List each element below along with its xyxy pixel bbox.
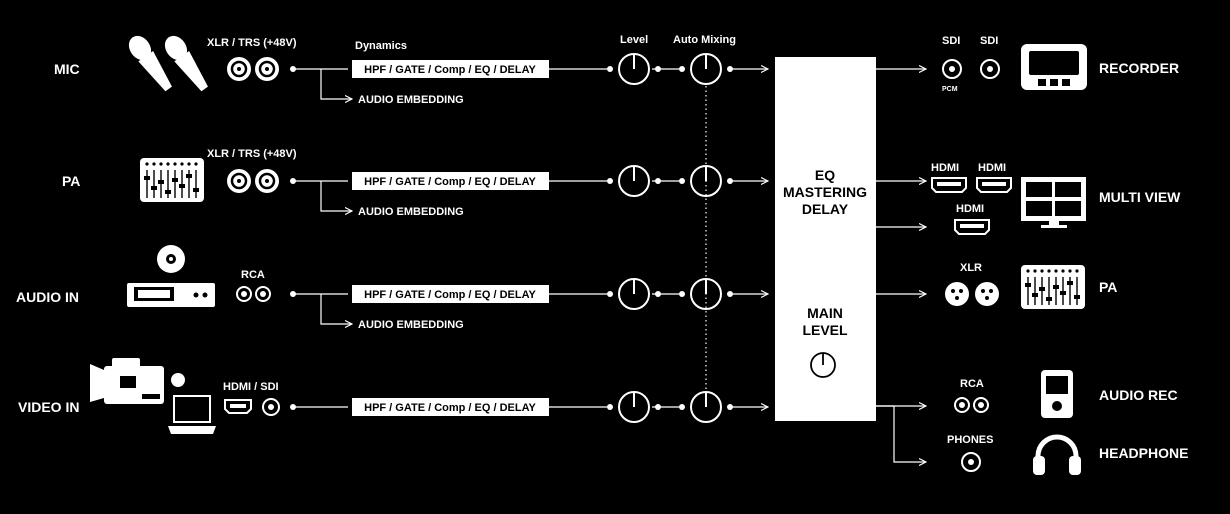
output-connector-hdmi-label: HDMI: [978, 162, 1006, 174]
output-connector-hdmi-label: HDMI: [931, 162, 959, 174]
sdi-bnc-port-icon: [942, 59, 962, 79]
pa-mixer-icon: [140, 158, 204, 202]
output-label-multi-view: MULTI VIEW: [1099, 189, 1181, 205]
output-connector-phones-label: PHONES: [947, 434, 993, 446]
hdmi-port-icon: [976, 177, 1012, 193]
processing-label: HPF / GATE / Comp / EQ / DELAY: [364, 176, 536, 188]
header-dynamics: Dynamics: [355, 40, 407, 52]
rca-jack-icon: [954, 397, 989, 413]
master-delay-label: DELAY: [802, 201, 849, 217]
connector-label-audio-in: RCA: [241, 269, 265, 281]
xlr-output-jack-icon: [945, 282, 969, 306]
master-block: EQ MASTERING DELAY MAIN LEVEL: [775, 57, 876, 421]
processing-label: HPF / GATE / Comp / EQ / DELAY: [364, 289, 536, 301]
level-knob-icon: [618, 278, 650, 310]
processing-block: HPF / GATE / Comp / EQ / DELAY: [352, 60, 549, 78]
master-eq-label: EQ: [815, 167, 835, 183]
input-label-audio-in: AUDIO IN: [16, 289, 79, 305]
pa-mixer-icon: [1021, 265, 1085, 309]
output-connector-sdi-label: SDI: [980, 35, 998, 47]
pcm-label: PCM: [942, 86, 958, 93]
output-connector-xlr-label: XLR: [960, 262, 982, 274]
main-label: MAIN: [807, 305, 843, 321]
connector-label-video-in: HDMI / SDI: [223, 381, 279, 393]
connector-label-pa: XLR / TRS (+48V): [207, 148, 297, 160]
hdmi-port-icon: [931, 177, 967, 193]
audio-recorder-icon: [1041, 370, 1073, 418]
hdmi-port-icon: [954, 219, 990, 235]
output-label-headphone: HEADPHONE: [1099, 445, 1188, 461]
level-knob-icon: [618, 165, 650, 197]
output-label-pa: PA: [1099, 279, 1117, 295]
recorder-icon: [1021, 44, 1087, 90]
master-mastering-label: MASTERING: [783, 184, 867, 200]
headphone-icon: [1033, 434, 1081, 475]
auto-mixing-knob-icon: [690, 165, 722, 197]
junction-dots: [290, 66, 733, 410]
output-connector-sdi-label: SDI: [942, 35, 960, 47]
processing-label: HPF / GATE / Comp / EQ / DELAY: [364, 64, 536, 76]
header-auto-mixing: Auto Mixing: [673, 34, 736, 46]
level-knob-icon: [618, 391, 650, 423]
video-camera-icon: [90, 358, 185, 404]
output-label-recorder: RECORDER: [1099, 60, 1179, 76]
laptop-icon: [168, 395, 216, 434]
main-level-knob-icon: [810, 352, 836, 378]
processing-block: HPF / GATE / Comp / EQ / DELAY: [352, 285, 549, 303]
sdi-bnc-port-icon: [980, 59, 1000, 79]
audio-embedding-label: AUDIO EMBEDDING: [358, 319, 464, 331]
input-label-mic: MIC: [54, 61, 80, 77]
auto-mixing-knob-icon: [690, 391, 722, 423]
multi-view-monitor-icon: [1021, 177, 1086, 228]
level-knob-icon: [618, 53, 650, 85]
xlr-output-jack-icon: [975, 282, 999, 306]
output-connector-hdmi-label: HDMI: [956, 203, 984, 215]
output-connector-rca-label: RCA: [960, 378, 984, 390]
main-level-label: LEVEL: [802, 322, 848, 338]
xlr-trs-combo-jack-icon: [227, 57, 279, 81]
auto-mixing-knob-icon: [690, 278, 722, 310]
header-level: Level: [620, 34, 648, 46]
hdmi-port-icon: [224, 399, 252, 414]
input-label-video-in: VIDEO IN: [18, 399, 79, 415]
audio-embedding-label: AUDIO EMBEDDING: [358, 206, 464, 218]
phones-jack-icon: [961, 452, 981, 472]
microphones-icon: [128, 35, 208, 92]
output-label-audio-rec: AUDIO REC: [1099, 387, 1178, 403]
rca-jack-icon: [236, 286, 271, 302]
connector-label-mic: XLR / TRS (+48V): [207, 37, 297, 49]
cd-player-icon: [127, 245, 215, 307]
processing-block: HPF / GATE / Comp / EQ / DELAY: [352, 398, 549, 416]
processing-label: HPF / GATE / Comp / EQ / DELAY: [364, 402, 536, 414]
audio-embedding-label: AUDIO EMBEDDING: [358, 94, 464, 106]
xlr-trs-combo-jack-icon: [227, 169, 279, 193]
auto-mixing-knob-icon: [690, 53, 722, 85]
sdi-bnc-port-icon: [262, 398, 280, 416]
processing-block: HPF / GATE / Comp / EQ / DELAY: [352, 172, 549, 190]
input-label-pa: PA: [62, 173, 80, 189]
